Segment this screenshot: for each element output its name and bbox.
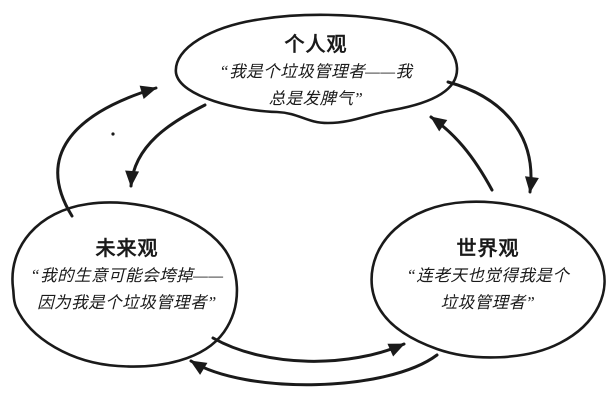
node-future: 未来观 “我的生意可能会垮掉—— 因为我是个垃圾管理者” [10, 236, 244, 316]
arrow-world-to-future [189, 353, 439, 387]
node-future-quote-line-1: “我的生意可能会垮掉—— [30, 266, 224, 285]
node-world-quote-line-1: “连老天也觉得我是个 [406, 266, 570, 285]
ink-speck [111, 132, 115, 136]
arrow-personal-to-world [446, 80, 539, 194]
node-personal-quote-line-2: 总是发脾气” [268, 89, 364, 108]
node-future-title: 未来观 [95, 238, 159, 260]
arrow-personal-to-future [125, 103, 207, 188]
node-world: 世界观 “连老天也觉得我是个 垃圾管理者” [372, 236, 604, 316]
arrow-future-to-personal [56, 85, 158, 218]
arrow-future-to-world [211, 336, 406, 363]
node-future-outline [11, 201, 239, 368]
node-world-title: 世界观 [456, 238, 520, 260]
arrow-world-to-personal [429, 115, 494, 192]
node-personal-quote-line-1: “我是个垃圾管理者——我 [219, 62, 413, 81]
node-personal-title: 个人观 [284, 34, 348, 56]
node-world-quote-line-2: 垃圾管理者” [440, 293, 536, 312]
node-personal-outline [174, 13, 459, 125]
node-future-quote-line-2: 因为我是个垃圾管理者” [37, 293, 217, 312]
node-world-outline [370, 200, 606, 359]
node-personal: 个人观 “我是个垃圾管理者——我 总是发脾气” [176, 32, 456, 112]
